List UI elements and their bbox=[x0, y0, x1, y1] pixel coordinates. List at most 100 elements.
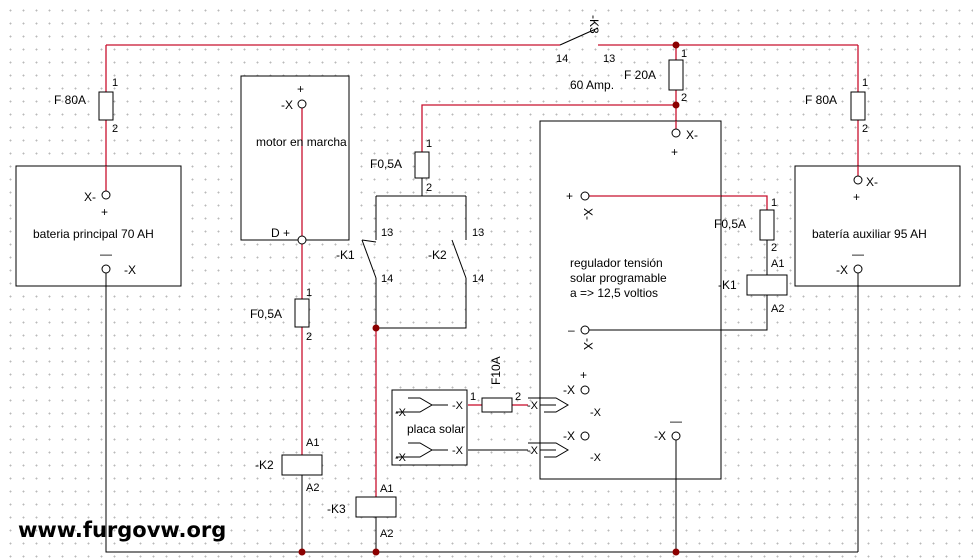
relay-k1-pin13: 13 bbox=[381, 227, 393, 239]
switch-k3 bbox=[559, 27, 599, 46]
coil-k1-label: -K1 bbox=[718, 278, 737, 292]
solar-pin-b-right: -X bbox=[452, 445, 464, 457]
terminal-reg-out-neg bbox=[671, 431, 681, 441]
node-f20-branch bbox=[672, 101, 680, 109]
terminal-reg-top bbox=[671, 128, 681, 138]
battery-aux-box bbox=[794, 165, 961, 287]
reg-connector-pos bbox=[528, 397, 569, 413]
fuse-mid-label: F0,5A bbox=[370, 157, 402, 171]
regulator-in-pos-pin: X- bbox=[581, 208, 595, 220]
fuse-reg-label: F0,5A bbox=[714, 217, 746, 231]
battery-aux-pos-sign: + bbox=[853, 190, 860, 204]
fuse-solar bbox=[481, 397, 513, 413]
battery-aux-neg-sign: — bbox=[852, 247, 864, 261]
fuse-main-label: F 80A bbox=[54, 93, 86, 107]
relay-k3-pin14: 14 bbox=[556, 53, 568, 65]
regulator-solar-pos-sign: + bbox=[580, 368, 587, 382]
terminal-motor-d bbox=[297, 235, 307, 245]
regulator-solar-neg-pin: -X bbox=[563, 429, 575, 443]
junction-nodes bbox=[298, 41, 680, 556]
motor-label: motor en marcha bbox=[256, 135, 347, 149]
fuse-main-pin1: 1 bbox=[112, 77, 118, 89]
regulator-box bbox=[539, 120, 722, 480]
regulator-label-1: regulador tensión bbox=[570, 256, 663, 270]
fuse-motor bbox=[294, 298, 310, 328]
coil-k3 bbox=[355, 496, 397, 518]
regulator-top-pin: X- bbox=[686, 128, 698, 142]
node-ground-k2 bbox=[298, 548, 306, 556]
fuse-aux-label: F 80A bbox=[805, 93, 837, 107]
fuse-motor-pin2: 2 bbox=[306, 331, 312, 343]
solar-panel-box bbox=[391, 389, 468, 466]
terminal-reg-in-neg bbox=[580, 325, 590, 335]
motor-d-pin: D + bbox=[271, 226, 290, 240]
relay-k1-switch-label: -K1 bbox=[336, 248, 355, 262]
reg-connector-neg-x: -X bbox=[527, 445, 539, 457]
coil-k1-a2: A2 bbox=[771, 303, 784, 315]
motor-top-pin: -X bbox=[281, 98, 293, 112]
fuse-aux bbox=[850, 91, 866, 121]
watermark: www.furgovw.org bbox=[18, 518, 226, 542]
regulator-in-pos-sign: + bbox=[566, 189, 573, 203]
terminal-reg-in-pos bbox=[580, 191, 590, 201]
solar-pin-b-left: -X bbox=[395, 452, 407, 464]
node-k-junction bbox=[372, 324, 380, 332]
coil-k3-a2: A2 bbox=[380, 528, 393, 540]
ground-bus bbox=[105, 285, 858, 553]
regulator-label-3: a => 12,5 voltios bbox=[570, 286, 658, 300]
fuse-20-label: F 20A bbox=[624, 68, 656, 82]
regulator-label-2: solar programable bbox=[570, 271, 667, 285]
switch-k2 bbox=[451, 239, 467, 279]
fuse-main-pin2: 2 bbox=[112, 123, 118, 135]
terminal-main-pos bbox=[101, 190, 111, 200]
regulator-top-sign: + bbox=[671, 145, 678, 159]
fuse-mid-pin1: 1 bbox=[426, 138, 432, 150]
fuse-reg-pin1: 1 bbox=[771, 197, 777, 209]
fuse-20a bbox=[668, 59, 684, 91]
motor-box bbox=[240, 75, 350, 241]
fuse-20-pin1: 1 bbox=[681, 48, 687, 60]
fuse-reg bbox=[759, 209, 775, 241]
coil-k3-a1: A1 bbox=[380, 483, 393, 495]
coil-k1 bbox=[746, 274, 788, 296]
node-ground-reg bbox=[672, 548, 680, 556]
switch-k1 bbox=[361, 239, 377, 279]
reg-connector-neg bbox=[528, 442, 569, 458]
terminal-aux-neg bbox=[853, 264, 863, 274]
battery-main-pos-pin: X- bbox=[84, 190, 96, 204]
wire-f20-to-mid-fuse bbox=[421, 104, 676, 152]
coil-k2-a1: A1 bbox=[306, 437, 319, 449]
regulator-in-neg-pin: -X bbox=[581, 338, 595, 350]
fuse-solar-pin2: 2 bbox=[515, 391, 521, 403]
node-ground-k3 bbox=[372, 548, 380, 556]
relay-k2-pin13: 13 bbox=[472, 227, 484, 239]
coil-k2-label: -K2 bbox=[255, 458, 274, 472]
fuse-reg-pin2: 2 bbox=[771, 242, 777, 254]
fuse-main bbox=[98, 91, 114, 121]
solar-label: placa solar bbox=[407, 422, 465, 436]
battery-main-pos-sign: + bbox=[101, 205, 108, 219]
regulator-out-neg-sign: — bbox=[670, 414, 682, 428]
fuse-aux-pin2: 2 bbox=[862, 123, 868, 135]
terminal-main-neg bbox=[101, 264, 111, 274]
terminal-reg-solar-neg bbox=[580, 431, 590, 441]
battery-aux-neg-pin: -X bbox=[836, 263, 848, 277]
terminal-aux-pos bbox=[853, 175, 863, 185]
relay-k2-switch-label: -K2 bbox=[428, 248, 447, 262]
fuse-mid-pin2: 2 bbox=[426, 182, 432, 194]
battery-aux-pos-pin: X- bbox=[866, 175, 878, 189]
fuse-20-pin2: 2 bbox=[681, 92, 687, 104]
motor-top-sign: + bbox=[297, 82, 304, 96]
wire-k2-bottom bbox=[376, 278, 467, 329]
terminal-motor-top bbox=[297, 99, 307, 109]
battery-main-neg-pin: -X bbox=[124, 263, 136, 277]
coil-k3-label: -K3 bbox=[327, 502, 346, 516]
reg-connector-pos-x: -X bbox=[527, 400, 539, 412]
reg-connector-pos-label: -X bbox=[590, 407, 602, 419]
relay-k3-switch-label: -K3 bbox=[587, 15, 601, 34]
terminals bbox=[101, 99, 863, 441]
fuse-motor-pin1: 1 bbox=[306, 287, 312, 299]
node-f20-top bbox=[672, 41, 680, 49]
solar-pin-a-right: -X bbox=[452, 400, 464, 412]
fuse-solar-label: F10A bbox=[489, 356, 503, 385]
